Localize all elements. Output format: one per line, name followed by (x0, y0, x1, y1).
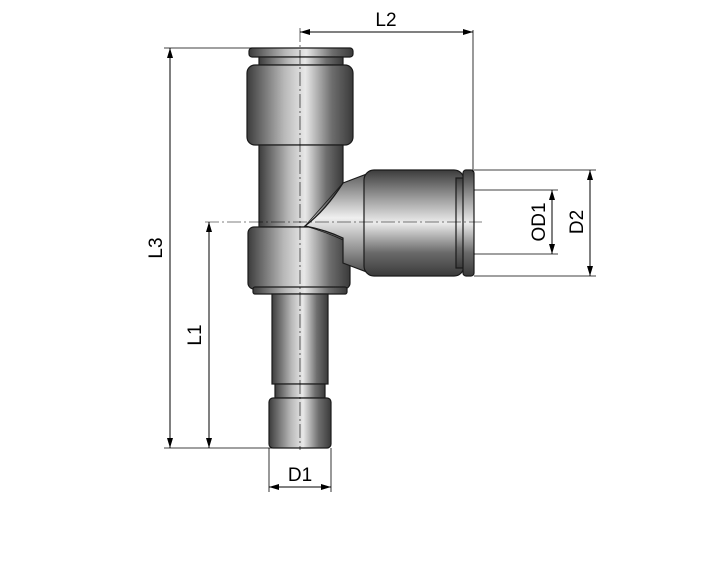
side-cap-ring (462, 169, 475, 277)
dimension-od1: OD1 (474, 189, 558, 255)
dimension-l2: L2 (300, 10, 474, 172)
cone-seam (304, 182, 344, 227)
label-d2: D2 (567, 210, 588, 234)
label-d1: D1 (288, 465, 312, 486)
label-l2: L2 (375, 10, 396, 31)
label-l3: L3 (146, 237, 167, 258)
label-l1: L1 (185, 324, 206, 345)
dimension-l1: L1 (185, 222, 212, 448)
label-od1: OD1 (529, 202, 550, 241)
side-collet-body (363, 169, 465, 277)
dimension-d1: D1 (268, 448, 332, 492)
top-collar-neck (258, 56, 344, 66)
top-cap-ring (248, 47, 354, 58)
cone-seam-lower (304, 225, 344, 241)
dimension-l3: L3 (146, 47, 272, 449)
tee-fitting (246, 47, 475, 449)
branch-cone (303, 171, 373, 275)
dimension-d2: D2 (474, 169, 596, 277)
